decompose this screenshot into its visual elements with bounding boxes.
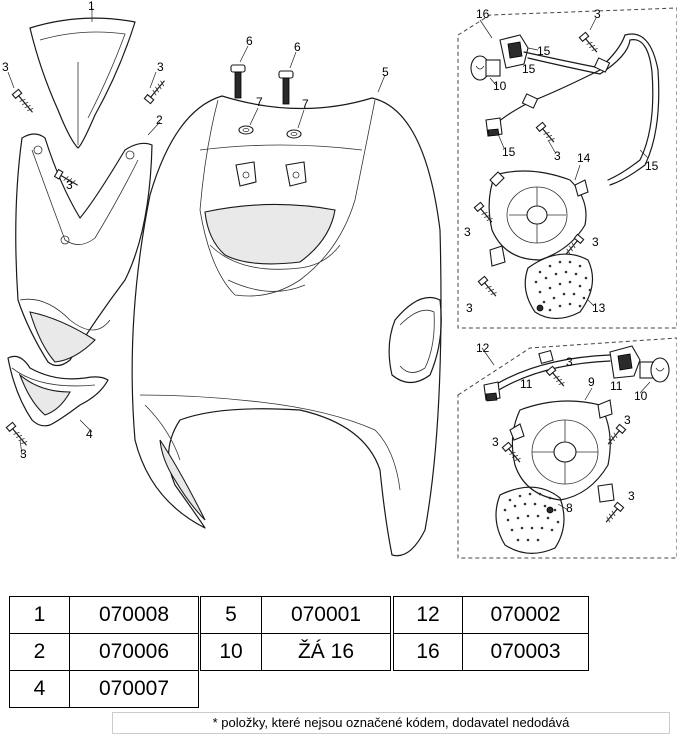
callout-7-b: 7 (302, 97, 309, 111)
table-row: 10 ŽÁ 16 (200, 633, 391, 671)
callout-9: 9 (588, 375, 595, 389)
callout-3-extra: 3 (624, 413, 631, 427)
callout-4: 4 (86, 427, 93, 441)
part-code: 070002 (462, 596, 589, 634)
table-row: 16 070003 (393, 633, 589, 671)
callout-10-b: 10 (634, 389, 648, 403)
part-code: 070007 (69, 670, 199, 708)
footnote: * položky, které nejsou označené kódem, … (112, 712, 670, 734)
callout-11-b: 11 (610, 379, 623, 393)
parts-table-col-2: 5 070001 10 ŽÁ 16 (200, 596, 391, 671)
parts-table-col-1: 1 070008 2 070006 4 070007 (9, 596, 199, 708)
callout-10-a: 10 (493, 79, 507, 93)
exploded-parts-diagram: 1 2 4 3 3 (2, 0, 677, 559)
callout-11-a: 11 (520, 377, 533, 391)
callout-15-c: 15 (502, 145, 516, 159)
part-code: 070008 (69, 596, 199, 634)
screw-group-left: 3 3 3 3 (2, 60, 165, 461)
callout-15-d: 15 (645, 159, 659, 173)
callout-3-c: 3 (66, 178, 73, 192)
callout-2: 2 (156, 113, 163, 127)
part-number: 4 (9, 670, 70, 708)
part-code: ŽÁ 16 (261, 633, 391, 671)
part-number: 5 (200, 596, 262, 634)
part-number: 1 (9, 596, 70, 634)
socket-lower (609, 345, 641, 379)
callout-3-j: 3 (566, 355, 573, 369)
mount-tab-right (285, 161, 307, 187)
table-row: 2 070006 (9, 633, 199, 671)
table-row: 4 070007 (9, 670, 199, 708)
part-code: 070001 (261, 596, 391, 634)
table-row: 5 070001 (200, 596, 391, 634)
bulb-10-upper (470, 55, 501, 81)
mount-tab-left (235, 161, 257, 187)
callout-14: 14 (577, 151, 591, 165)
part-number: 10 (200, 633, 262, 671)
bulb-10-lower (639, 357, 670, 383)
callout-3-f: 3 (554, 149, 561, 163)
callout-8: 8 (566, 501, 573, 515)
callout-3-h: 3 (592, 235, 599, 249)
socket-upper (499, 34, 529, 69)
part-code: 070006 (69, 633, 199, 671)
callout-12: 12 (476, 341, 490, 355)
part-code: 070003 (462, 633, 589, 671)
bolts-part-6: 6 6 (230, 34, 301, 105)
part-1-top-cover: 1 (29, 0, 136, 149)
lens-8 (495, 486, 565, 554)
callout-3-e: 3 (594, 7, 601, 21)
part-number: 12 (393, 596, 463, 634)
callout-5: 5 (382, 65, 389, 79)
callout-3-a: 3 (2, 60, 9, 74)
table-row: 12 070002 (393, 596, 589, 634)
callout-3-k: 3 (492, 435, 499, 449)
callout-13: 13 (592, 301, 606, 315)
washers-part-7: 7 7 (238, 95, 309, 139)
housing-9 (509, 399, 615, 503)
upper-lamp-assembly: 16 10 15 15 15 15 (457, 7, 677, 329)
callout-6-a: 6 (246, 34, 253, 48)
callout-15-b: 15 (537, 44, 551, 58)
callout-3-l: 3 (628, 489, 635, 503)
callout-16: 16 (476, 7, 490, 21)
housing-14 (488, 170, 589, 267)
part-5-front-shield: 5 (131, 65, 442, 557)
callout-6-b: 6 (294, 40, 301, 54)
part-2-front-panel: 2 (15, 113, 163, 367)
callout-3-b: 3 (157, 60, 164, 74)
callout-3-d: 3 (20, 447, 27, 461)
lens-13 (524, 253, 594, 320)
part-number: 2 (9, 633, 70, 671)
callout-3-i: 3 (466, 301, 473, 315)
part-4-lower-trim: 4 (7, 355, 109, 441)
callout-1: 1 (88, 0, 95, 13)
part-number: 16 (393, 633, 463, 671)
callout-15-a: 15 (522, 62, 536, 76)
callout-7-a: 7 (256, 95, 263, 109)
parts-table-col-3: 12 070002 16 070003 (393, 596, 589, 671)
table-row: 1 070008 (9, 596, 199, 634)
callout-3-g: 3 (464, 225, 471, 239)
lower-lamp-assembly: 12 11 11 10 3 (457, 337, 677, 559)
